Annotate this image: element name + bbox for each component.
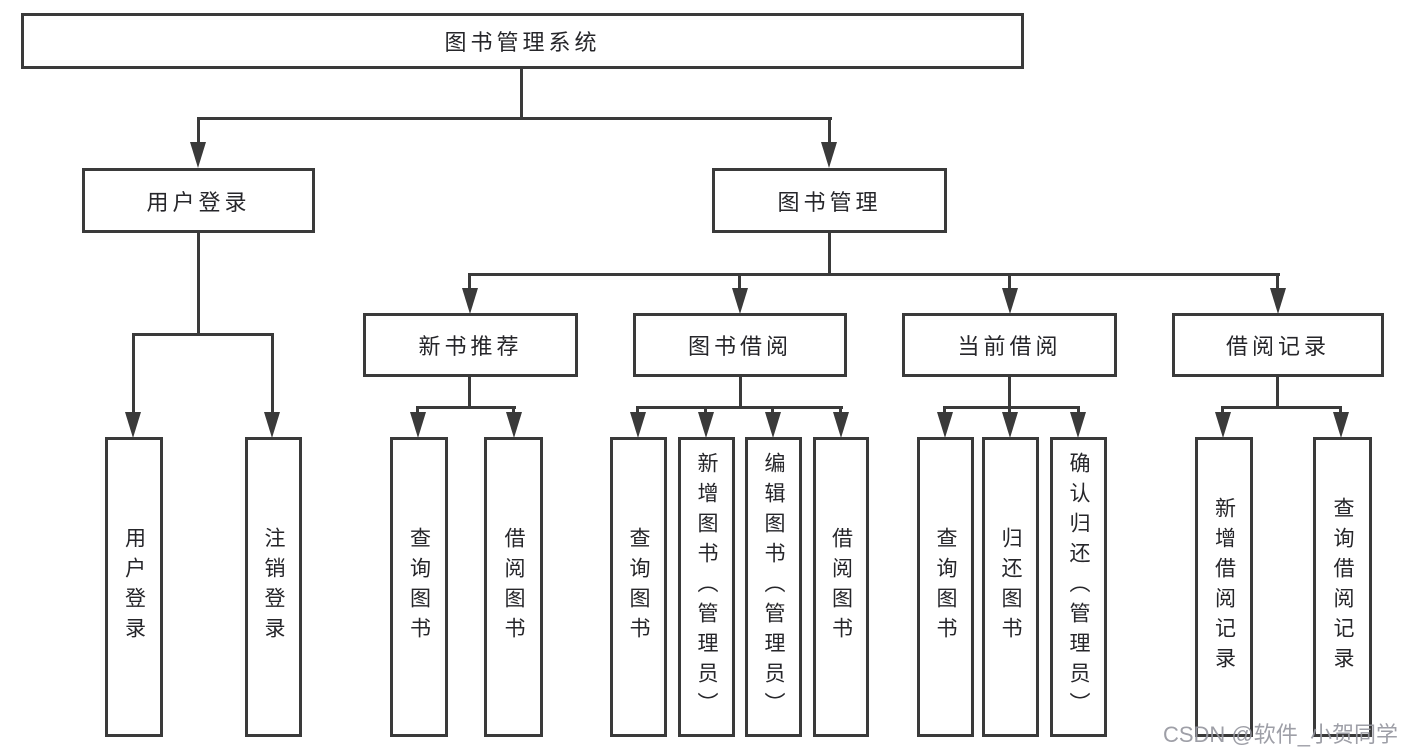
- leaf-label: 编辑图书（管理员）: [762, 452, 785, 722]
- leaf-borrow-books: 借阅图书: [813, 437, 869, 737]
- arrow-down-icon: [1215, 412, 1231, 438]
- connector-line: [197, 232, 200, 336]
- node-book-borrowing: 图书借阅: [633, 313, 847, 377]
- connector-line: [271, 333, 274, 414]
- node-label: 借阅记录: [1225, 334, 1330, 359]
- arrow-down-icon: [125, 412, 141, 438]
- connector-line: [1221, 406, 1342, 409]
- leaf-label: 新增借阅记录: [1212, 497, 1236, 677]
- connector-line: [1276, 376, 1279, 409]
- leaf-label: 用户登录: [122, 527, 146, 647]
- node-borrowing-records: 借阅记录: [1172, 313, 1384, 377]
- leaf-query-books-recommend: 查询图书: [390, 437, 448, 737]
- node-book-management: 图书管理: [712, 168, 947, 233]
- leaf-label: 借阅图书: [829, 527, 853, 647]
- connector-line: [1008, 406, 1011, 416]
- node-user-login: 用户登录: [82, 168, 315, 233]
- watermark: CSDN @软件_小贺同学: [1162, 722, 1398, 747]
- node-label: 用户登录: [146, 189, 251, 215]
- leaf-return-books: 归还图书: [982, 437, 1039, 737]
- connector-line: [512, 406, 515, 416]
- connector-line: [636, 406, 843, 409]
- connector-line: [771, 406, 774, 416]
- arrow-down-icon: [1270, 288, 1286, 314]
- arrow-down-icon: [732, 288, 748, 314]
- leaf-query-borrow-record: 查询借阅记录: [1313, 437, 1372, 737]
- arrow-down-icon: [765, 412, 781, 438]
- connector-line: [132, 333, 274, 336]
- connector-line: [828, 117, 831, 146]
- leaf-label: 查询借阅记录: [1331, 497, 1354, 677]
- connector-line: [1339, 406, 1342, 416]
- arrow-down-icon: [698, 412, 714, 438]
- leaf-add-books-admin: 新增图书（管理员）: [678, 437, 735, 737]
- node-current-borrowing: 当前借阅: [902, 313, 1117, 377]
- connector-line: [197, 117, 832, 120]
- arrow-down-icon: [264, 412, 280, 438]
- arrow-down-icon: [1002, 412, 1018, 438]
- connector-line: [132, 333, 135, 414]
- connector-line: [1221, 406, 1224, 416]
- arrow-down-icon: [821, 142, 837, 168]
- connector-line: [943, 406, 1080, 409]
- connector-line: [468, 273, 1280, 276]
- leaf-label: 查询图书: [407, 527, 431, 647]
- arrow-down-icon: [1333, 412, 1349, 438]
- arrow-down-icon: [462, 288, 478, 314]
- leaf-user-login: 用户登录: [105, 437, 163, 737]
- leaf-label: 查询图书: [627, 527, 650, 647]
- connector-line: [704, 406, 707, 416]
- node-label: 图书管理系统: [444, 30, 601, 55]
- leaf-label: 查询图书: [934, 527, 957, 647]
- connector-line: [1276, 273, 1279, 291]
- connector-line: [943, 406, 946, 416]
- arrow-down-icon: [190, 142, 206, 168]
- leaf-label: 注销登录: [262, 527, 285, 647]
- connector-line: [416, 406, 516, 409]
- connector-line: [739, 376, 742, 409]
- connector-line: [1008, 273, 1011, 291]
- leaf-edit-books-admin: 编辑图书（管理员）: [745, 437, 802, 737]
- connector-line: [828, 232, 831, 276]
- connector-line: [738, 273, 741, 291]
- leaf-add-borrow-record: 新增借阅记录: [1195, 437, 1253, 737]
- connector-line: [197, 117, 200, 146]
- arrow-down-icon: [937, 412, 953, 438]
- node-label: 新书推荐: [418, 334, 523, 359]
- connector-line: [636, 406, 639, 416]
- leaf-label: 新增图书（管理员）: [695, 452, 718, 722]
- arrow-down-icon: [410, 412, 426, 438]
- leaf-logout: 注销登录: [245, 437, 302, 737]
- arrow-down-icon: [1070, 412, 1086, 438]
- connector-line: [520, 66, 523, 120]
- connector-line: [468, 273, 471, 291]
- leaf-confirm-return-admin: 确认归还（管理员）: [1050, 437, 1107, 737]
- connector-line: [1077, 406, 1080, 416]
- leaf-query-books-current: 查询图书: [917, 437, 974, 737]
- arrow-down-icon: [630, 412, 646, 438]
- connector-line: [1008, 376, 1011, 409]
- leaf-label: 归还图书: [999, 527, 1022, 647]
- leaf-label: 确认归还（管理员）: [1067, 452, 1090, 722]
- arrow-down-icon: [506, 412, 522, 438]
- node-label: 图书借阅: [687, 334, 792, 359]
- leaf-label: 借阅图书: [502, 527, 525, 647]
- arrow-down-icon: [833, 412, 849, 438]
- node-label: 图书管理: [777, 189, 882, 215]
- connector-line: [468, 376, 471, 409]
- leaf-query-books-borrowing: 查询图书: [610, 437, 667, 737]
- arrow-down-icon: [1002, 288, 1018, 314]
- node-new-book-recommend: 新书推荐: [363, 313, 578, 377]
- connector-line: [416, 406, 419, 416]
- connector-line: [839, 406, 842, 416]
- leaf-borrow-books-recommend: 借阅图书: [484, 437, 543, 737]
- node-root: 图书管理系统: [21, 13, 1024, 69]
- node-label: 当前借阅: [957, 334, 1062, 359]
